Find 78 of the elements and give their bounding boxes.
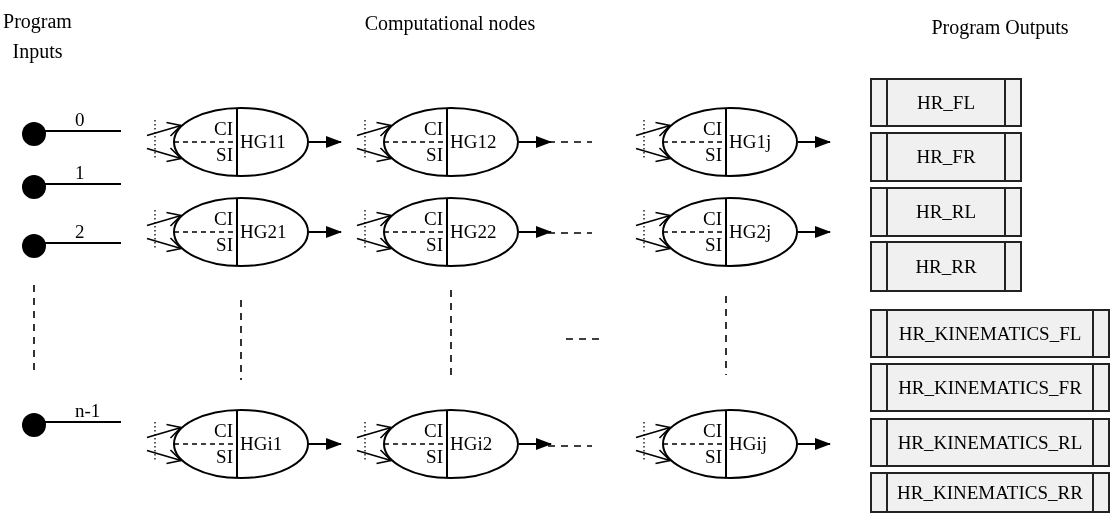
function-node bbox=[173, 107, 309, 177]
arrow bbox=[308, 136, 342, 148]
si-label: SI bbox=[216, 447, 233, 467]
output-box: HR_KINEMATICS_FL bbox=[870, 309, 1110, 358]
arrow bbox=[308, 226, 342, 238]
arrow bbox=[635, 147, 671, 163]
input-index: 0 bbox=[75, 110, 85, 130]
arrow bbox=[635, 423, 671, 439]
ci-label: CI bbox=[214, 209, 233, 229]
arrow bbox=[146, 121, 182, 137]
arrow bbox=[518, 136, 552, 148]
arrow bbox=[356, 211, 392, 227]
node-name: HGi2 bbox=[450, 434, 493, 454]
ci-label: CI bbox=[214, 119, 233, 139]
heading-label: Program Inputs bbox=[2, 9, 73, 65]
arrow bbox=[146, 211, 182, 227]
arrow bbox=[635, 449, 671, 465]
function-node bbox=[662, 409, 798, 479]
input-index: n-1 bbox=[75, 401, 101, 421]
si-label: SI bbox=[426, 145, 443, 165]
arrow bbox=[635, 121, 671, 137]
output-box: HR_KINEMATICS_FR bbox=[870, 363, 1110, 412]
node-name: HG12 bbox=[450, 132, 497, 152]
arrow bbox=[356, 121, 392, 137]
arrow bbox=[797, 136, 831, 148]
output-box: HR_KINEMATICS_RL bbox=[870, 418, 1110, 467]
ci-label: CI bbox=[703, 209, 722, 229]
output-box: HR_RR bbox=[870, 241, 1022, 292]
ci-label: CI bbox=[424, 209, 443, 229]
node-name: HG2j bbox=[729, 222, 772, 242]
arrow bbox=[146, 449, 182, 465]
node-name: HG1j bbox=[729, 132, 772, 152]
arrow bbox=[356, 237, 392, 253]
arrow bbox=[356, 449, 392, 465]
function-node bbox=[662, 197, 798, 267]
function-node bbox=[383, 197, 519, 267]
node-name: HGij bbox=[729, 434, 767, 454]
output-box: HR_FR bbox=[870, 132, 1022, 182]
arrow bbox=[356, 423, 392, 439]
ci-label: CI bbox=[703, 119, 722, 139]
function-node bbox=[383, 107, 519, 177]
si-label: SI bbox=[426, 447, 443, 467]
input-index: 2 bbox=[75, 222, 85, 242]
output-box: HR_RL bbox=[870, 187, 1022, 237]
arrow bbox=[146, 147, 182, 163]
input-index: 1 bbox=[75, 163, 85, 183]
arrow bbox=[635, 211, 671, 227]
arrow bbox=[356, 147, 392, 163]
arrow bbox=[518, 438, 552, 450]
arrow bbox=[146, 423, 182, 439]
si-label: SI bbox=[705, 145, 722, 165]
si-label: SI bbox=[705, 235, 722, 255]
ci-label: CI bbox=[703, 421, 722, 441]
arrow bbox=[518, 226, 552, 238]
function-node bbox=[383, 409, 519, 479]
si-label: SI bbox=[216, 235, 233, 255]
output-box: HR_FL bbox=[870, 78, 1022, 127]
si-label: SI bbox=[705, 447, 722, 467]
heading-label: Program Outputs bbox=[930, 15, 1070, 41]
function-node bbox=[662, 107, 798, 177]
arrow bbox=[797, 438, 831, 450]
function-node bbox=[173, 197, 309, 267]
si-label: SI bbox=[216, 145, 233, 165]
heading-label: Computational nodes bbox=[363, 11, 537, 37]
output-box: HR_KINEMATICS_RR bbox=[870, 472, 1110, 513]
ci-label: CI bbox=[424, 421, 443, 441]
node-name: HG11 bbox=[240, 132, 286, 152]
arrow bbox=[308, 438, 342, 450]
arrow bbox=[635, 237, 671, 253]
function-node bbox=[173, 409, 309, 479]
ci-label: CI bbox=[214, 421, 233, 441]
ci-label: CI bbox=[424, 119, 443, 139]
node-name: HG21 bbox=[240, 222, 287, 242]
node-name: HGi1 bbox=[240, 434, 283, 454]
si-label: SI bbox=[426, 235, 443, 255]
arrow bbox=[146, 237, 182, 253]
node-name: HG22 bbox=[450, 222, 497, 242]
arrow bbox=[797, 226, 831, 238]
